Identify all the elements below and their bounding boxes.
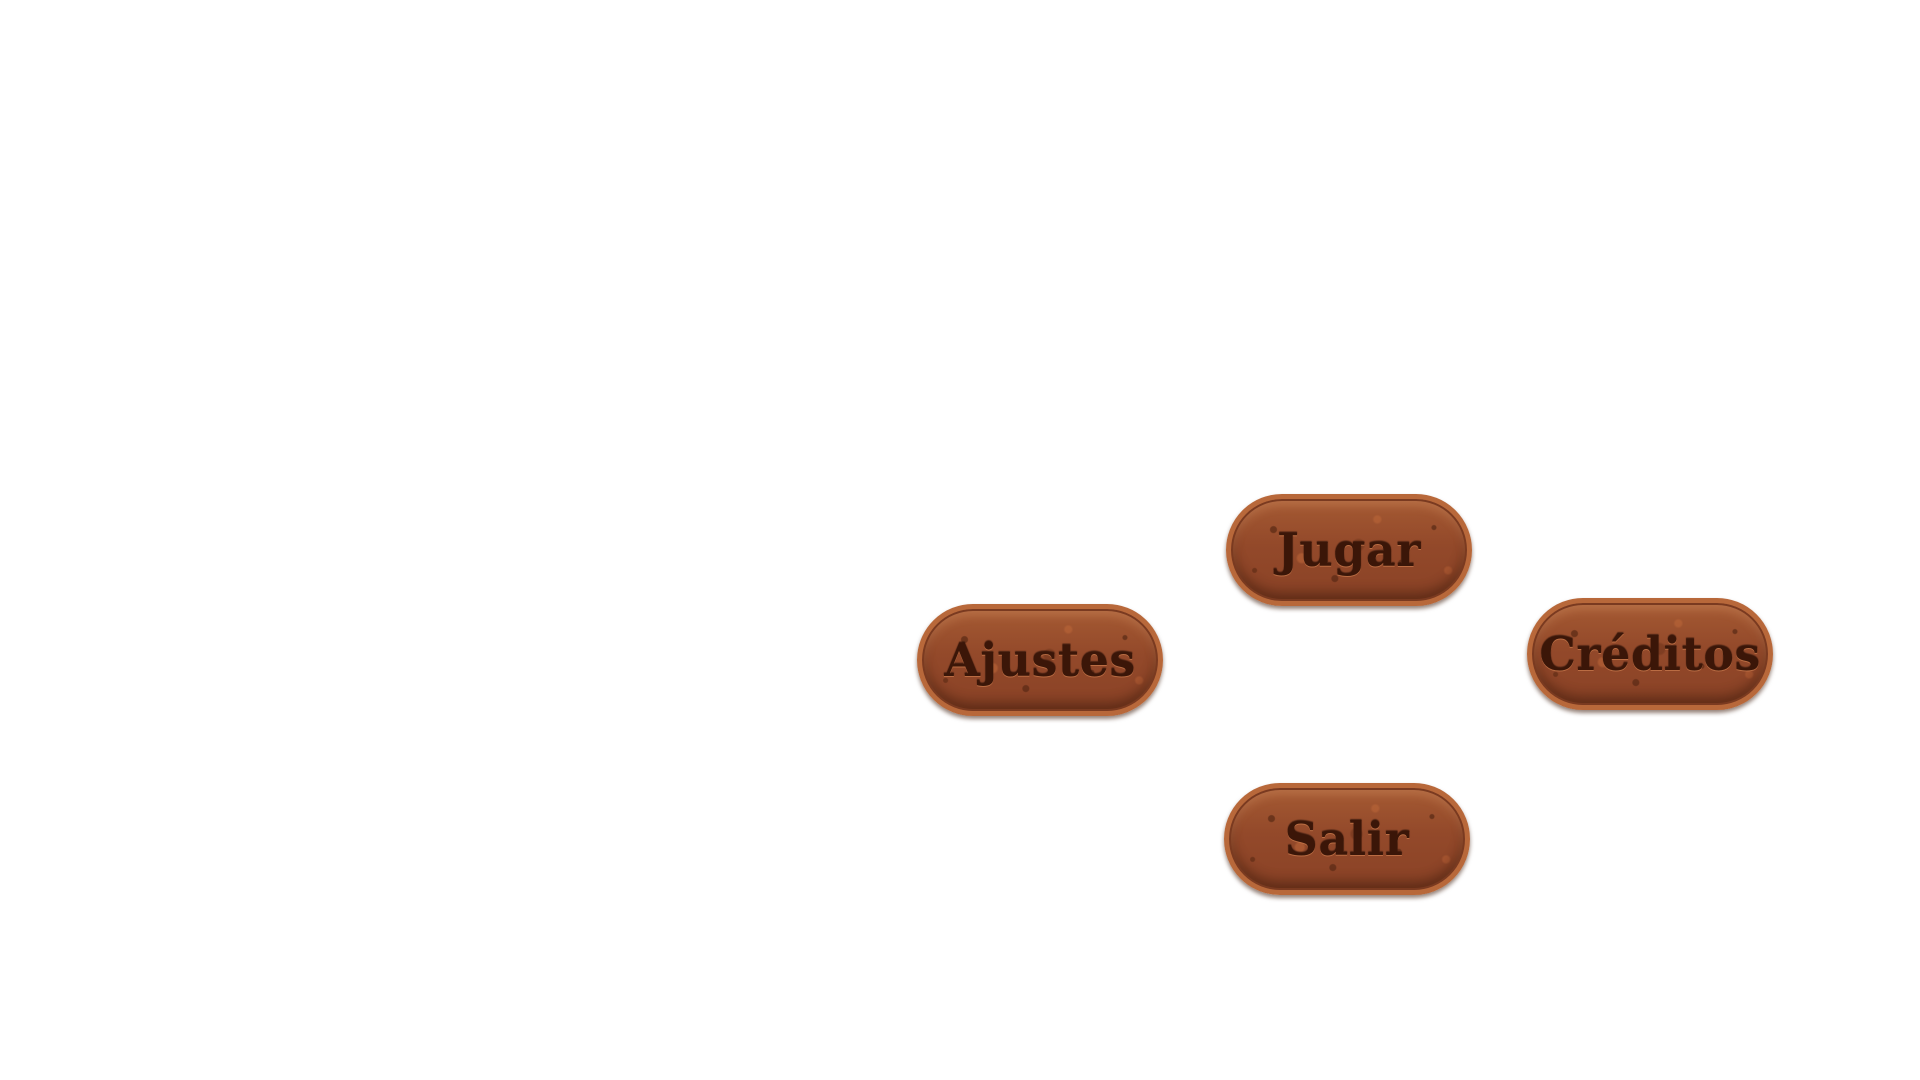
exit-button[interactable]: Salir — [1224, 783, 1470, 895]
play-button[interactable]: Jugar — [1226, 494, 1472, 606]
play-button-label: Jugar — [1277, 523, 1421, 577]
settings-button-label: Ajustes — [944, 633, 1136, 687]
credits-button-label: Créditos — [1539, 627, 1761, 681]
credits-button[interactable]: Créditos — [1527, 598, 1773, 710]
exit-button-label: Salir — [1284, 812, 1410, 866]
settings-button[interactable]: Ajustes — [917, 604, 1163, 716]
